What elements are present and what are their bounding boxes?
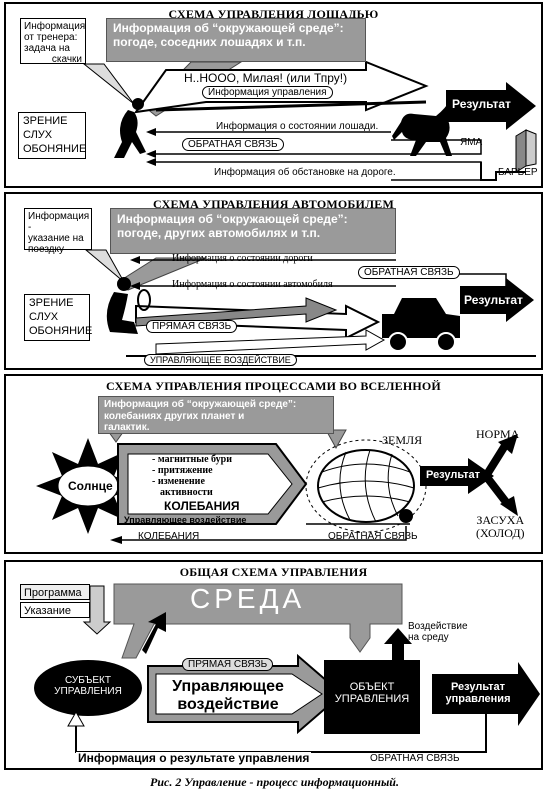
driver-icon <box>106 277 151 334</box>
car-control-pill: УПРАВЛЯЮЩЕЕ ВОЗДЕЙСТВИЕ <box>144 354 297 366</box>
figure-caption: Рис. 2 Управление - процесс информационн… <box>150 775 399 789</box>
command-label: Н..НООО, Милая! (или Тпру!) <box>184 71 348 85</box>
car-feedback-pill: ОБРАТНАЯ СВЯЗЬ <box>358 266 460 279</box>
subject-label: СУБЪЕКТ УПРАВЛЕНИЯ <box>54 675 122 697</box>
env-effect-label: Воздействие на среду <box>408 621 468 643</box>
universe-items: - магнитные бури - притяжение - изменени… <box>152 454 232 498</box>
result-info-label: Информация о результате управления <box>76 751 312 765</box>
pit-road-line <box>480 162 526 181</box>
horse-diagram-graphics <box>82 60 537 181</box>
env-info-box: Информация об “окружающей среде”: погоде… <box>106 18 366 62</box>
car-panel-title: СХЕМА УПРАВЛЕНИЯ АВТОМОБИЛЕМ <box>153 197 394 211</box>
control-info-line <box>155 100 427 112</box>
sun-icon <box>36 438 140 534</box>
universe-result-label: Результат <box>426 469 481 481</box>
car-env-info-box: Информация об “окружающей среде”: погоде… <box>110 208 396 254</box>
yama-label: ЯМА <box>460 137 483 148</box>
earth-icon <box>305 439 427 533</box>
program-box: Программа <box>20 584 90 600</box>
norm-label: НОРМА <box>476 427 520 441</box>
result-arrow-shape <box>446 82 536 130</box>
general-diagram-graphics <box>34 583 540 753</box>
trainer-info-callout: Информация от тренера: задача на скачки <box>20 18 86 65</box>
earth-label: ЗЕМЛЯ <box>382 433 423 447</box>
car-senses-box: ЗРЕНИЕ СЛУХ ОБОНЯНИЕ <box>24 294 92 342</box>
road-info: Информация об обстановке на дороге. <box>214 167 396 178</box>
general-direct-pill: ПРЯМАЯ СВЯЗЬ <box>182 658 274 671</box>
road-state-info: Информация о состоянии дороги <box>172 253 313 264</box>
universe-oscillations-bottom: КОЛЕБАНИЯ <box>138 531 200 542</box>
car-task-callout: Информация - указание на поездку <box>24 208 92 255</box>
control-info-pill: Информация управления <box>202 86 333 99</box>
general-result-label: Результат управления <box>445 681 511 705</box>
oscillations-label: КОЛЕБАНИЯ <box>164 499 240 513</box>
trainer-callout-pointer <box>82 63 135 105</box>
general-panel: ОБЩАЯ СХЕМА УПРАВЛЕНИЯ Программа Указани… <box>4 560 543 770</box>
instruction-box: Указание <box>20 602 90 618</box>
rider-icon <box>114 98 146 158</box>
horse-feedback-pill: ОБРАТНАЯ СВЯЗЬ <box>182 138 284 151</box>
horse-panel: СХЕМА УПРАВЛЕНИЯ ЛОШАДЬЮ <box>4 2 543 188</box>
general-feedback-label: ОБРАТНАЯ СВЯЗЬ <box>368 753 462 765</box>
horse-senses-box: ЗРЕНИЕ СЛУХ ОБОНЯНИЕ <box>18 112 86 160</box>
universe-diagram-graphics <box>36 427 518 544</box>
sun-label: Солнце <box>68 479 113 493</box>
subject-ellipse <box>34 660 142 716</box>
car-panel: СХЕМА УПРАВЛЕНИЯ АВТОМОБИЛЕМ И <box>4 192 543 370</box>
general-control-label: Управляющее воздействие <box>172 678 284 714</box>
horse-result-label: Результат <box>452 97 511 111</box>
car-diagram-graphics <box>84 249 536 357</box>
car-direct-pill: ПРЯМАЯ СВЯЗЬ <box>146 320 238 333</box>
universe-panel-title: СХЕМА УПРАВЛЕНИЯ ПРОЦЕССАМИ ВО ВСЕЛЕННОЙ <box>106 379 441 393</box>
universe-feedback-label: ОБРАТНАЯ СВЯЗЬ <box>328 531 418 542</box>
car-result-label: Результат <box>464 293 523 307</box>
barrier-label: БАРЬЕР <box>498 167 538 178</box>
horse-icon <box>392 100 456 156</box>
car-state-info: Информация о состоянии автомобиля <box>172 279 333 290</box>
horse-panel-title: СХЕМА УПРАВЛЕНИЯ ЛОШАДЬЮ <box>168 7 379 21</box>
universe-control-label: Управляющее воздействие <box>124 515 247 525</box>
universe-env-info-box: Информация об “окружающей среде”: колеба… <box>98 396 334 434</box>
environment-label: СРЕДА <box>190 583 306 614</box>
general-panel-title: ОБЩАЯ СХЕМА УПРАВЛЕНИЯ <box>179 565 368 579</box>
drought-label: ЗАСУХА (ХОЛОД) <box>476 513 525 540</box>
horse-state-info: Информация о состоянии лошади. <box>216 121 379 132</box>
universe-panel: СХЕМА УПРАВЛЕНИЯ ПРОЦЕССАМИ ВО ВСЕЛЕННОЙ <box>4 374 543 554</box>
car-icon <box>382 298 460 352</box>
object-label: ОБЪЕКТ УПРАВЛЕНИЯ <box>334 681 410 705</box>
barrier-icon <box>515 129 537 173</box>
